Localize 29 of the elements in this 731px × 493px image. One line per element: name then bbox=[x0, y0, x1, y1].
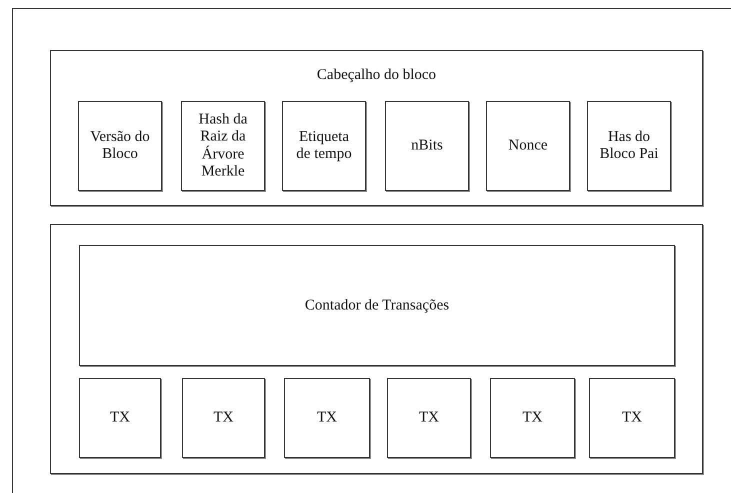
field-label: Contador de Transações bbox=[304, 296, 450, 314]
field-box bbox=[79, 245, 675, 366]
field-box bbox=[490, 378, 575, 458]
container-box bbox=[50, 224, 703, 474]
field-label: TX bbox=[522, 409, 544, 427]
field-box bbox=[486, 101, 570, 191]
field-label: TX bbox=[316, 409, 338, 427]
field-label: TX bbox=[109, 409, 131, 427]
field-label: TX bbox=[418, 409, 440, 427]
field-label: TX bbox=[621, 409, 643, 427]
field-label: Etiqueta de tempo bbox=[295, 128, 353, 164]
field-box bbox=[78, 101, 162, 191]
field-box bbox=[181, 101, 265, 191]
field-box bbox=[589, 378, 675, 458]
field-box bbox=[587, 101, 671, 191]
field-box bbox=[79, 378, 161, 458]
field-label: TX bbox=[212, 409, 234, 427]
field-box bbox=[282, 101, 366, 191]
field-label: nBits bbox=[410, 137, 444, 155]
field-label: Has do Bloco Pai bbox=[598, 128, 660, 164]
field-box bbox=[385, 101, 469, 191]
field-label: Versão do Bloco bbox=[89, 128, 151, 164]
container-box bbox=[50, 50, 703, 206]
field-box bbox=[387, 378, 471, 458]
field-label: Nonce bbox=[507, 137, 549, 155]
field-box bbox=[284, 378, 370, 458]
section-heading: Cabeçalho do bloco bbox=[316, 67, 438, 84]
field-label: Hash da Raiz da Árvore Merkle bbox=[198, 112, 248, 180]
field-box bbox=[182, 378, 265, 458]
